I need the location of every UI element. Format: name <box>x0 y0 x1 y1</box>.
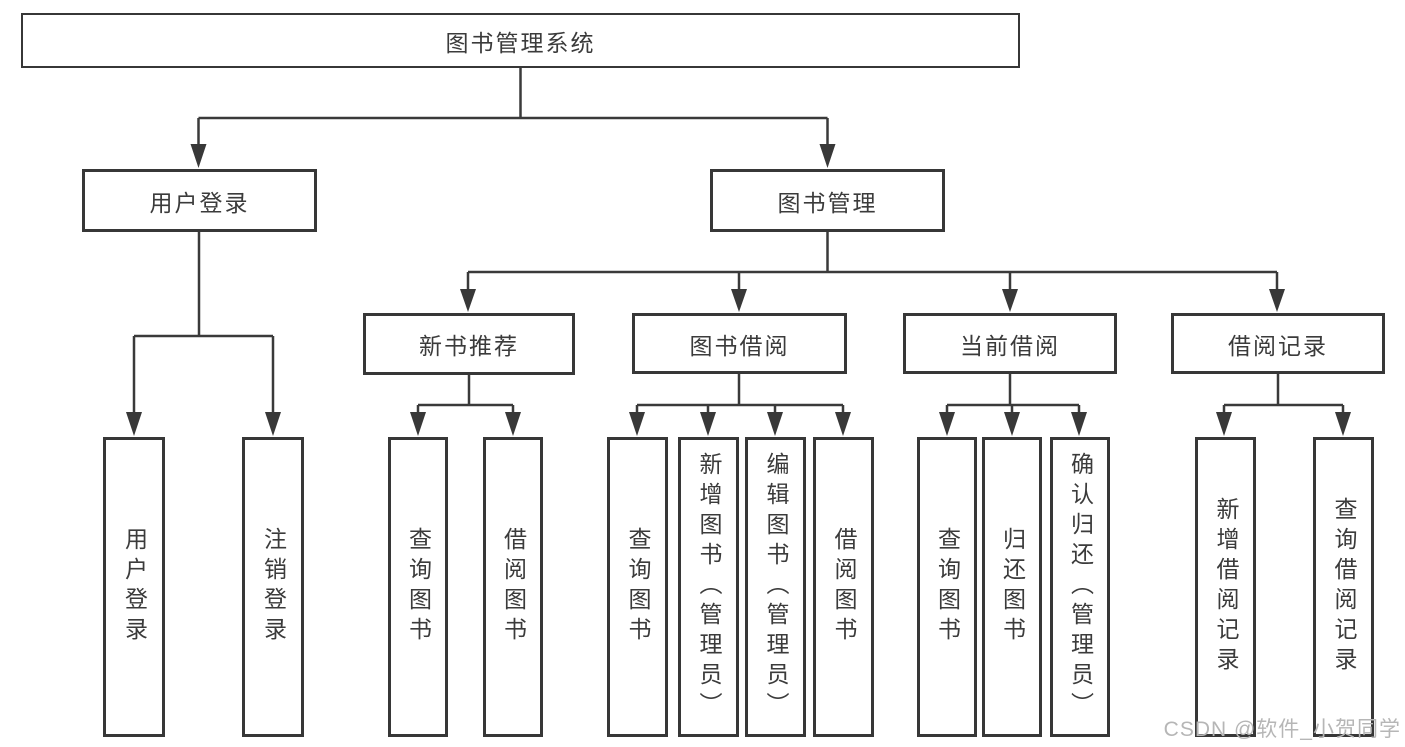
leaf-user-login: 用户登录 <box>103 437 165 737</box>
leaf-label: 借阅图书 <box>831 527 857 647</box>
leaf-borrow-books: 借阅图书 <box>813 437 874 737</box>
node-label: 当前借阅 <box>960 332 1060 359</box>
csdn-watermark: CSDN @软件_小贺同学 <box>1163 718 1401 741</box>
leaf-label: 查询图书 <box>934 527 961 647</box>
node-label: 新书推荐 <box>419 333 519 359</box>
leaf-query-books-current: 查询图书 <box>917 437 977 737</box>
node-current-borrow: 当前借阅 <box>903 313 1117 374</box>
node-book-borrow: 图书借阅 <box>632 313 847 374</box>
leaf-label: 查询图书 <box>625 527 651 647</box>
leaf-add-borrow-record: 新增借阅记录 <box>1195 437 1256 737</box>
node-label: 图书管理系统 <box>445 29 596 56</box>
node-label: 图书管理 <box>777 189 878 216</box>
leaf-add-books-admin: 新增图书（管理员） <box>678 437 739 737</box>
leaf-label: 归还图书 <box>999 527 1026 647</box>
leaf-label: 编辑图书（管理员） <box>763 452 789 722</box>
leaf-edit-books-admin: 编辑图书（管理员） <box>745 437 806 737</box>
leaf-label: 用户登录 <box>121 527 148 647</box>
node-label: 图书借阅 <box>689 332 790 359</box>
leaf-return-books: 归还图书 <box>982 437 1042 737</box>
node-new-book-recommend: 新书推荐 <box>363 313 575 375</box>
node-borrow-records: 借阅记录 <box>1171 313 1385 374</box>
leaf-query-books-borrow: 查询图书 <box>607 437 668 737</box>
node-label: 用户登录 <box>149 189 250 216</box>
leaf-label: 注销登录 <box>260 527 287 647</box>
leaf-label: 借阅图书 <box>500 527 527 647</box>
node-library-management-system: 图书管理系统 <box>21 13 1020 68</box>
leaf-label: 新增借阅记录 <box>1213 497 1239 677</box>
leaf-query-borrow-record: 查询借阅记录 <box>1313 437 1374 737</box>
leaf-logout: 注销登录 <box>242 437 304 737</box>
leaf-label: 确认归还（管理员） <box>1067 452 1094 722</box>
leaf-label: 查询图书 <box>405 527 432 647</box>
node-book-management: 图书管理 <box>710 169 945 232</box>
leaf-confirm-return-admin: 确认归还（管理员） <box>1050 437 1110 737</box>
leaf-label: 查询借阅记录 <box>1331 497 1357 677</box>
leaf-query-books-recommend: 查询图书 <box>388 437 448 737</box>
node-user-login: 用户登录 <box>82 169 317 232</box>
node-label: 借阅记录 <box>1228 332 1328 359</box>
leaf-label: 新增图书（管理员） <box>696 452 722 722</box>
leaf-borrow-books-recommend: 借阅图书 <box>483 437 543 737</box>
